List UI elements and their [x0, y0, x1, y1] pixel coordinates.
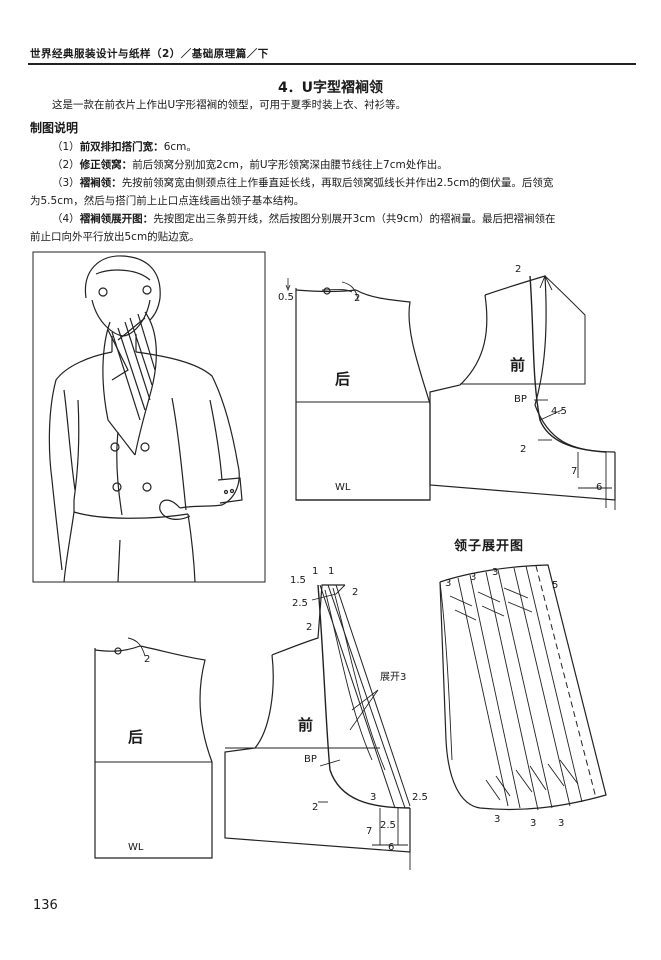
bottom-front-label: 前: [298, 716, 313, 734]
bottom-m1a: 1: [312, 566, 318, 577]
bottom-m25c: 2.5: [380, 820, 396, 831]
bottom-m2b: 2: [352, 587, 358, 598]
exp-m3c: 3: [492, 567, 498, 578]
top-m05: 0.5: [278, 292, 294, 303]
bottom-front-bodice: [224, 584, 411, 870]
section-title: 4．U字型褶裥领: [277, 80, 384, 96]
top-back-label: 后: [335, 370, 350, 388]
top-m6: 6: [596, 482, 602, 493]
top-m7: 7: [571, 466, 577, 477]
exp-m3b: 3: [470, 572, 476, 583]
running-header: 世界经典服装设计与纸样（2）／基础原理篇／下: [30, 48, 269, 60]
bottom-bp-label: BP: [304, 754, 317, 765]
intro-paragraph: 这是一款在前衣片上作出U字形褶裥的领型，可用于夏季时装上衣、衬衫等。: [52, 99, 407, 111]
bottom-m6: 6: [388, 842, 394, 853]
bottom-m25a: 2.5: [292, 598, 308, 609]
step-4: （4）褶裥领展开图：先按图定出三条剪开线，然后按图分别展开3cm（共9cm）的褶…: [52, 213, 556, 225]
page-number: 136: [33, 898, 58, 913]
step-3-continued: 为5.5cm，然后与搭门前上止口点连线画出领子基本结构。: [30, 195, 305, 207]
bottom-m2d: 2: [312, 802, 318, 813]
top-m2c: 2: [520, 444, 526, 455]
bottom-m7: 7: [366, 826, 372, 837]
top-front-bodice: [429, 274, 616, 510]
bottom-m1b: 1: [328, 566, 334, 577]
bottom-m25b: 2.5: [412, 792, 428, 803]
bottom-spread-label: 展开3: [380, 671, 406, 683]
top-back-bodice: [285, 278, 431, 501]
garment-illustration: [32, 251, 266, 583]
bottom-m2a: 2: [144, 654, 150, 665]
bottom-m15: 1.5: [290, 575, 306, 586]
exp-m3d: 3: [494, 814, 500, 825]
bottom-m2c: 2: [306, 622, 312, 633]
step-1: （1）前双排扣搭门宽：6cm。: [52, 141, 197, 153]
top-m45: 4.5: [551, 406, 567, 417]
top-front-label: 前: [510, 356, 525, 374]
bottom-back-label: 后: [128, 728, 143, 746]
top-m2a: 2: [354, 293, 360, 304]
step-4-continued: 前止口向外平行放出5cm的贴边宽。: [30, 231, 200, 243]
collar-expansion-title: 领子展开图: [454, 539, 525, 554]
top-wl-label: WL: [335, 482, 351, 493]
top-m2b: 2: [515, 264, 521, 275]
drafting-heading: 制图说明: [30, 121, 79, 135]
bottom-wl-label: WL: [128, 842, 144, 853]
bottom-back-bodice: [94, 637, 213, 859]
exp-m5: 5: [552, 580, 558, 591]
top-bp-label: BP: [514, 394, 527, 405]
exp-m3e: 3: [530, 818, 536, 829]
header-rule: [28, 63, 636, 65]
collar-expansion-diagram: [439, 564, 607, 811]
bottom-m3: 3: [370, 792, 376, 803]
step-2: （2）修正领窝：前后领窝分别加宽2cm，前U字形领窝深由腰节线往上7cm处作出。: [52, 159, 448, 171]
exp-m3a: 3: [445, 578, 451, 589]
step-3: （3）褶裥领：先按前领窝宽由侧颈点往上作垂直延长线，再取后领窝弧线长并作出2.5…: [52, 177, 554, 189]
exp-m3f: 3: [558, 818, 564, 829]
